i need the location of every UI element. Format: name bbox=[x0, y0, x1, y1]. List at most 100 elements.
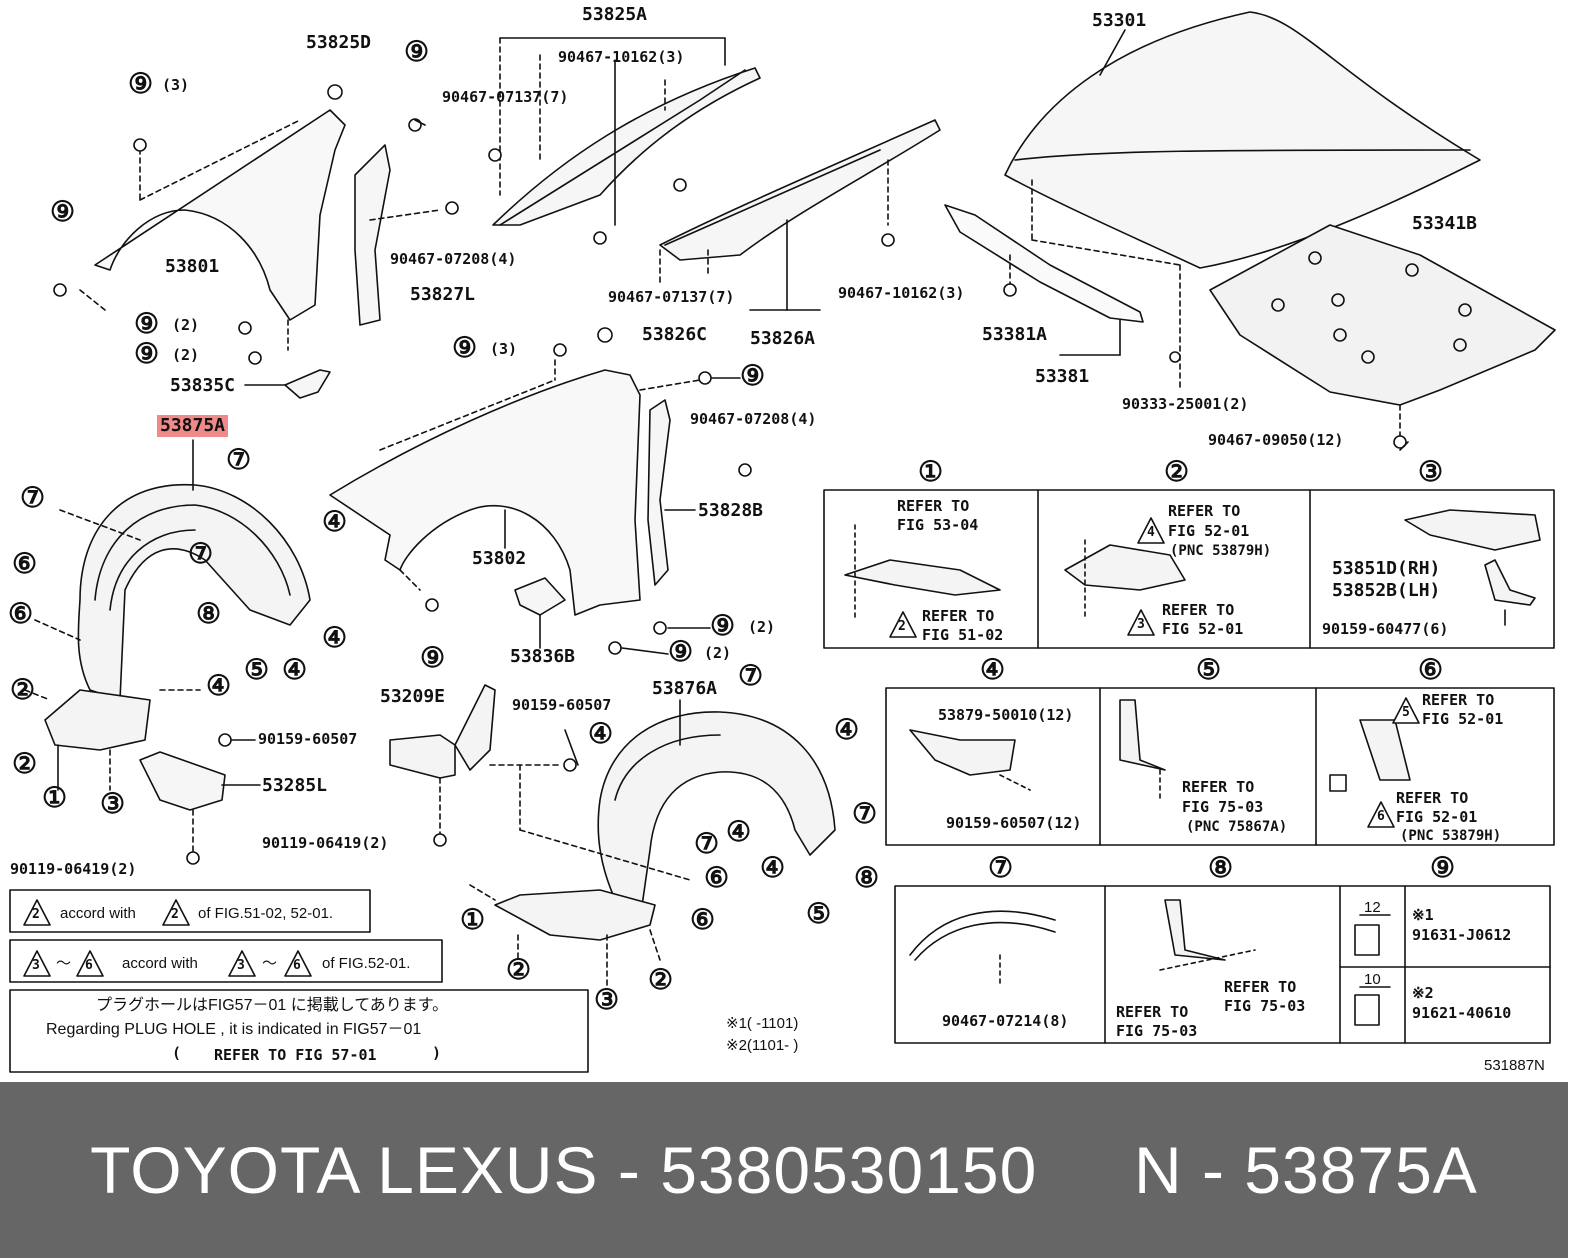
callout-3: ③ bbox=[594, 983, 620, 1016]
callout-5: ⑤ bbox=[244, 653, 270, 686]
detail-text: 53852B(LH) bbox=[1332, 580, 1441, 601]
detail-text: REFER TO bbox=[1182, 778, 1255, 796]
plug-hole-note-jp: プラグホールはFIG57－01 に掲載してあります。 bbox=[96, 997, 449, 1014]
detail-boxes-row1 bbox=[823, 489, 1555, 649]
fender-liner-53876A bbox=[519, 699, 836, 921]
detail-text: FIG 52-01 bbox=[1396, 808, 1478, 826]
callout-7: ⑦ bbox=[694, 827, 720, 860]
detail-header-7: ⑦ bbox=[988, 851, 1014, 884]
hood-seal-53381 bbox=[944, 204, 1144, 356]
callout-2: ② bbox=[10, 673, 36, 706]
part-label: 53301 bbox=[1092, 10, 1147, 31]
detail-header-9: ⑨ bbox=[1430, 851, 1456, 884]
part-label: 53209E bbox=[380, 686, 446, 707]
note-boxes bbox=[9, 889, 589, 1073]
detail-text: ※1 bbox=[1412, 906, 1434, 924]
part-label: 90467-07208(4) bbox=[390, 250, 517, 268]
callout-4: ④ bbox=[760, 851, 786, 884]
quantity: (2) bbox=[704, 644, 732, 662]
fender-53801 bbox=[79, 109, 346, 351]
footnote-2: ※2(1101- ) bbox=[726, 1037, 799, 1054]
callout-1: ① bbox=[460, 903, 486, 936]
detail-text: REFER TO bbox=[1224, 978, 1297, 996]
diagram-drawing bbox=[9, 11, 1556, 1073]
detail-text: FIG 53-04 bbox=[897, 516, 979, 534]
callout-9: ⑨ bbox=[50, 195, 76, 228]
triangle-number: 6 bbox=[1377, 809, 1385, 824]
fender-bracket-53828B bbox=[647, 399, 696, 586]
detail-text: (PNC 53879H) bbox=[1400, 828, 1502, 844]
detail-text: REFER TO bbox=[1168, 502, 1241, 520]
callout-4: ④ bbox=[834, 713, 860, 746]
part-label: 53826C bbox=[642, 324, 708, 345]
quantity: (2) bbox=[172, 346, 200, 364]
detail-text: 90159-60477(6) bbox=[1322, 620, 1449, 638]
footnote-1: ※1( -1101) bbox=[726, 1015, 799, 1032]
note-text: accord with bbox=[122, 955, 198, 972]
detail-boxes-row2 bbox=[885, 687, 1555, 846]
triangle-number: 6 bbox=[293, 958, 301, 973]
fender-bracket-53836B bbox=[514, 577, 566, 649]
detail-text: 53851D(RH) bbox=[1332, 558, 1441, 579]
duct-53209E bbox=[389, 684, 561, 836]
triangle-number: 2 bbox=[171, 907, 179, 922]
part-number-banner: TOYOTA LEXUS - 5380530150 N - 53875A bbox=[0, 1082, 1568, 1258]
part-label: 53801 bbox=[165, 256, 220, 277]
part-label: 53827L bbox=[410, 284, 476, 305]
fender-liner-lower-left bbox=[24, 689, 151, 791]
highlighted-part-label[interactable]: 53875A bbox=[157, 415, 229, 437]
detail-header-6: ⑥ bbox=[1418, 653, 1444, 686]
callout-6: ⑥ bbox=[8, 597, 34, 630]
callout-9: ⑨ bbox=[420, 641, 446, 674]
callout-4: ④ bbox=[282, 653, 308, 686]
detail-header-8: ⑧ bbox=[1208, 851, 1234, 884]
detail-text: 90159-60507(12) bbox=[946, 814, 1082, 832]
part-label: 53835C bbox=[170, 375, 236, 396]
part-label: 90467-09050(12) bbox=[1208, 431, 1344, 449]
callout-9: ⑨ bbox=[134, 307, 160, 340]
callout-6: ⑥ bbox=[12, 547, 38, 580]
detail-text: FIG 75-03 bbox=[1116, 1022, 1198, 1040]
detail-text: FIG 75-03 bbox=[1224, 997, 1306, 1015]
part-label: 53828B bbox=[698, 500, 764, 521]
callout-8: ⑧ bbox=[196, 597, 222, 630]
dimension-label: 10 bbox=[1364, 971, 1381, 988]
callout-6: ⑥ bbox=[704, 861, 730, 894]
detail-header-4: ④ bbox=[980, 653, 1006, 686]
part-label: 53285L bbox=[262, 775, 328, 796]
detail-text: 53879-50010(12) bbox=[938, 706, 1074, 724]
detail-text: REFER TO bbox=[1396, 789, 1469, 807]
plug-hole-refer: REFER TO FIG 57-01 bbox=[214, 1046, 377, 1064]
callout-4: ④ bbox=[588, 717, 614, 750]
note-text: accord with bbox=[60, 905, 136, 922]
callout-2: ② bbox=[506, 953, 532, 986]
part-label: 53825A bbox=[582, 4, 648, 25]
part-label: 53381 bbox=[1035, 366, 1090, 387]
callout-7: ⑦ bbox=[188, 537, 214, 570]
plug-hole-note-en: Regarding PLUG HOLE , it is indicated in… bbox=[46, 1021, 422, 1038]
detail-text: REFER TO bbox=[897, 497, 970, 515]
callout-4: ④ bbox=[726, 815, 752, 848]
part-label: 53825D bbox=[306, 32, 372, 53]
fender-53802 bbox=[329, 359, 701, 616]
plug-hole-paren: ( bbox=[172, 1044, 182, 1062]
detail-text: REFER TO bbox=[922, 607, 995, 625]
note-text: ～ bbox=[262, 955, 278, 972]
detail-text: 91631-J0612 bbox=[1412, 926, 1512, 944]
callout-7: ⑦ bbox=[738, 659, 764, 692]
quantity: (2) bbox=[748, 618, 776, 636]
quantity: (3) bbox=[490, 340, 518, 358]
fender-bracket-53827L bbox=[354, 144, 441, 326]
part-label: 53836B bbox=[510, 646, 576, 667]
detail-text: FIG 51-02 bbox=[922, 626, 1004, 644]
detail-text: REFER TO bbox=[1422, 691, 1495, 709]
callout-9: ⑨ bbox=[134, 337, 160, 370]
callout-9: ⑨ bbox=[404, 35, 430, 68]
illustration-number: 531887N bbox=[1484, 1057, 1545, 1074]
quantity: (2) bbox=[172, 316, 200, 334]
part-label: 90467-07208(4) bbox=[690, 410, 817, 428]
detail-text: FIG 75-03 bbox=[1182, 798, 1264, 816]
detail-text: FIG 52-01 bbox=[1162, 620, 1244, 638]
detail-text: 91621-40610 bbox=[1412, 1004, 1512, 1022]
callout-8: ⑧ bbox=[854, 861, 880, 894]
